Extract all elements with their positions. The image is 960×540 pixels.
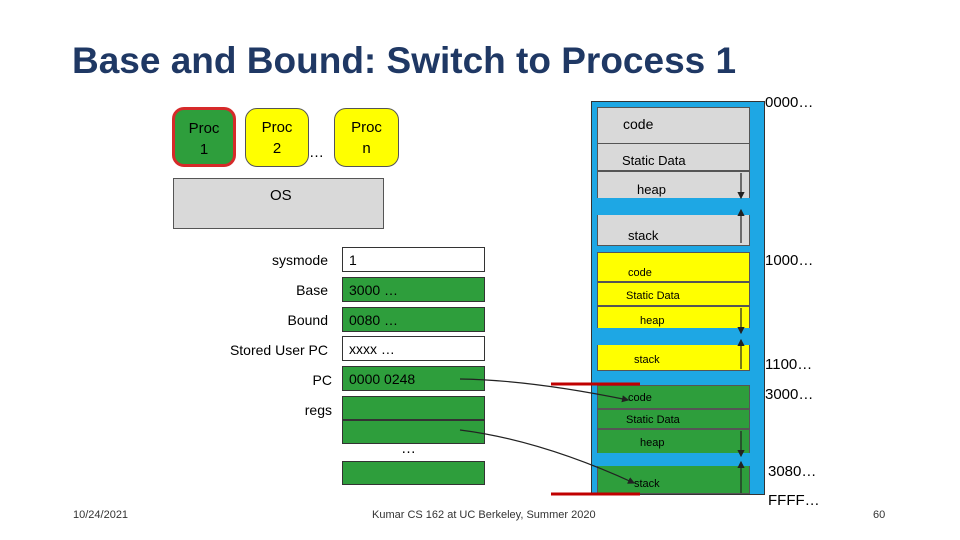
os-label: OS: [270, 187, 292, 204]
p-3000-heap-segment: heap: [597, 429, 750, 453]
address-1000: 1000…: [765, 252, 814, 269]
address-ffff: FFFF…: [768, 492, 820, 509]
footer-page-number: 60: [873, 509, 886, 521]
bound-register: 0080 …: [342, 307, 485, 332]
stored-pc-register: xxxx …: [342, 336, 485, 361]
p-3000-heap-label: heap: [640, 437, 665, 449]
page-title: Base and Bound: Switch to Process 1: [72, 40, 737, 81]
os-code-segment: code: [597, 107, 750, 144]
p-3000-stack-segment: stack: [597, 466, 750, 494]
p-1000-static-label: Static Data: [626, 290, 680, 302]
bound-label: Bound: [287, 312, 328, 328]
footer-date: 10/24/2021: [73, 509, 129, 521]
proc-ellipsis: …: [309, 144, 324, 161]
proc-n-label-line1: Proc: [351, 119, 382, 136]
proc-1-label-line2: 1: [199, 141, 209, 158]
proc-2-label-line2: 2: [272, 140, 282, 157]
base-label: Base: [296, 282, 328, 298]
sysmode-label: sysmode: [271, 252, 328, 268]
p-1000-stack-label: stack: [634, 354, 660, 366]
os-box: OS: [173, 178, 384, 229]
regs-register-last: [342, 461, 485, 485]
pc-label: PC: [312, 372, 332, 388]
proc-n-box: Proc n: [334, 108, 399, 167]
regs-register-2: [342, 420, 485, 444]
footer-course: Kumar CS 162 at UC Berkeley, Summer 2020: [372, 509, 596, 521]
proc-2-box: Proc 2: [245, 108, 309, 167]
p-1000-code-label: code: [628, 267, 652, 279]
regs-register-1: [342, 396, 485, 420]
sysmode-value: 1: [349, 252, 357, 268]
os-code-label: code: [623, 116, 654, 132]
base-value: 3000 …: [349, 282, 399, 298]
p-1000-heap-segment: heap: [597, 306, 750, 328]
proc-1-box: Proc 1: [172, 107, 236, 167]
stored-pc-label: Stored User PC: [229, 342, 328, 358]
sp-pointer-arrow: [459, 429, 636, 484]
os-heap-segment: heap: [597, 171, 750, 198]
base-register: 3000 …: [342, 277, 485, 302]
p-3000-static-label: Static Data: [626, 414, 680, 426]
os-heap-label: heap: [637, 182, 666, 197]
p-1000-code-segment: code: [597, 252, 750, 282]
p-3000-static-segment: Static Data: [597, 409, 750, 429]
p-1000-static-segment: Static Data: [597, 282, 750, 306]
os-static-segment: Static Data: [597, 143, 750, 171]
address-0000: 0000…: [765, 94, 814, 111]
proc-n-label-line2: n: [362, 140, 371, 157]
p-3000-stack-label: stack: [634, 478, 660, 490]
pc-value: 0000 0248: [349, 371, 416, 387]
stored-pc-value: xxxx …: [349, 341, 395, 357]
os-stack-label: stack: [628, 228, 659, 243]
os-stack-segment: stack: [597, 215, 750, 246]
regs-ellipsis: …: [401, 440, 416, 457]
bound-value: 0080 …: [349, 312, 399, 328]
p-1000-heap-label: heap: [640, 315, 665, 327]
os-static-label: Static Data: [622, 153, 686, 168]
address-3000: 3000…: [765, 386, 814, 403]
p-3000-code-label: code: [628, 392, 652, 404]
proc-1-label-line1: Proc: [188, 120, 220, 137]
address-1100: 1100…: [765, 356, 813, 373]
regs-label: regs: [304, 402, 332, 418]
pc-pointer-arrow: [459, 378, 630, 403]
proc-2-label-line1: Proc: [261, 119, 293, 136]
p-1000-stack-segment: stack: [597, 345, 750, 371]
sysmode-register: 1: [342, 247, 485, 272]
address-3080: 3080…: [768, 463, 817, 480]
